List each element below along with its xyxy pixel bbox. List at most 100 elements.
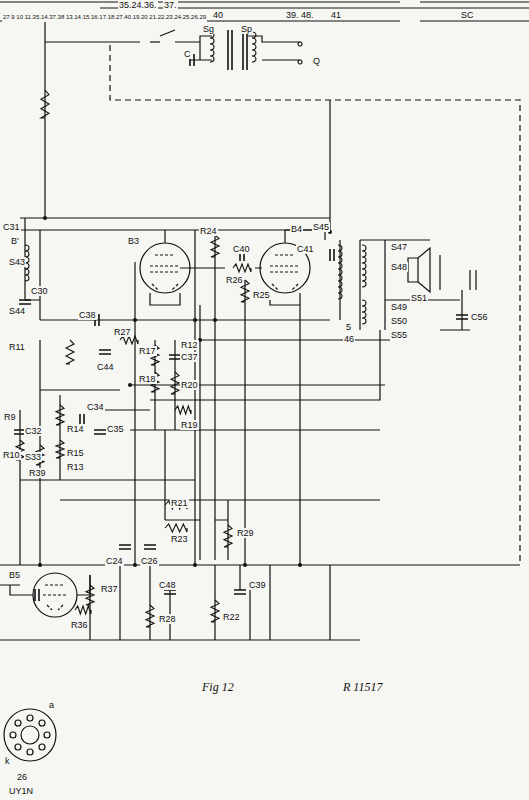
component-label: R27 <box>113 327 132 337</box>
resistor-symbol <box>41 90 49 118</box>
junction-dot <box>198 338 202 342</box>
component-label: 35.24.36. <box>118 0 158 10</box>
junction-dot <box>193 318 197 322</box>
component-label: Q <box>312 56 321 66</box>
component-label: R18 <box>138 374 157 384</box>
resistor-symbol <box>56 405 64 425</box>
junction-dot <box>298 563 302 567</box>
component-label: R36 <box>70 620 89 630</box>
capacitor-symbol <box>456 315 468 319</box>
resistor-symbol <box>224 525 232 547</box>
component-label: R10 <box>2 450 21 460</box>
resistor-symbol <box>86 585 94 605</box>
component-label: S48 <box>390 262 408 272</box>
component-label: C56 <box>470 312 489 322</box>
resistor-symbol <box>66 340 74 364</box>
component-label: R26 <box>225 275 244 285</box>
component-label: R21 <box>170 498 189 508</box>
junction-dot <box>193 563 197 567</box>
component-label: R28 <box>158 614 177 624</box>
component-label: Sp <box>240 24 253 34</box>
resistor-symbol <box>146 605 154 627</box>
component-label: C39 <box>248 580 267 590</box>
component-label: S49 <box>390 302 408 312</box>
component-label: Sg <box>202 24 215 34</box>
component-label: C37 <box>180 352 199 362</box>
component-label: R12 <box>180 340 199 350</box>
socket-pin <box>15 720 21 726</box>
component-label: S47 <box>390 242 408 252</box>
component-label: C <box>183 49 192 59</box>
component-label: S43 <box>8 257 26 267</box>
component-label: R22 <box>222 612 241 622</box>
component-label: C38 <box>78 310 97 320</box>
component-label: S51 <box>410 293 428 303</box>
component-label: C32 <box>24 426 43 436</box>
component-label: R15 <box>66 448 85 458</box>
capacitor-symbol <box>119 545 131 549</box>
component-label: B5 <box>8 570 21 580</box>
component-label: C44 <box>96 362 115 372</box>
component-label: R13 <box>66 462 85 472</box>
resistor-symbol <box>171 372 179 394</box>
component-label: B' <box>10 236 20 246</box>
socket-pin <box>39 720 45 726</box>
component-label: UY1N <box>8 786 34 796</box>
capacitor-symbol <box>144 545 156 549</box>
socket-pin <box>10 732 16 738</box>
component-label: C31 <box>2 222 21 232</box>
junction-dot <box>38 563 42 567</box>
component-label: C30 <box>30 286 49 296</box>
resistor-symbol <box>75 606 91 614</box>
resistor-symbol <box>175 406 191 414</box>
component-label: R24 <box>199 226 218 236</box>
component-label: R14 <box>66 424 85 434</box>
component-label: 5 <box>345 322 352 332</box>
coil-winding <box>362 300 366 324</box>
component-label: R9 <box>3 412 17 422</box>
socket-pin <box>44 732 50 738</box>
component-label: R11 <box>8 342 26 352</box>
component-label: C26 <box>140 556 159 566</box>
component-label: R 11517 <box>342 682 383 692</box>
component-label: C41 <box>296 244 315 254</box>
component-label: C24 <box>105 556 124 566</box>
component-label: S44 <box>8 306 26 316</box>
component-label: R19 <box>180 420 199 430</box>
coil-winding <box>210 32 214 62</box>
socket-pin <box>27 715 33 721</box>
junction-dot <box>43 216 47 220</box>
component-label: S50 <box>390 316 408 326</box>
socket-pin <box>15 744 21 750</box>
socket-pin <box>39 744 45 750</box>
component-label: R29 <box>236 528 255 538</box>
component-label: C35 <box>106 424 125 434</box>
component-label: R25 <box>252 290 271 300</box>
component-label: B4 <box>290 224 303 234</box>
resistor-symbol <box>211 600 219 622</box>
resistor-symbol <box>120 336 138 344</box>
component-label: C40 <box>232 244 251 254</box>
component-label: 26 <box>16 772 28 782</box>
component-label: 41 <box>330 10 342 20</box>
component-label: R39 <box>28 468 47 478</box>
coil-winding <box>362 245 366 287</box>
component-label: 37. <box>163 0 178 10</box>
resistor-symbol <box>165 524 187 532</box>
component-label: 46 <box>343 334 355 344</box>
capacitor-symbol <box>234 590 246 594</box>
capacitor-symbol <box>19 300 31 304</box>
capacitor-symbol <box>99 350 111 354</box>
component-label: 39. 48. <box>285 10 315 20</box>
junction-dot <box>128 383 132 387</box>
resistor-symbol <box>56 440 64 458</box>
component-label: R17 <box>138 346 157 356</box>
component-label: R20 <box>180 380 199 390</box>
coil-winding <box>338 245 342 299</box>
component-label: S55 <box>390 330 408 340</box>
resistor-symbol <box>233 264 251 272</box>
resistor-symbol <box>211 235 219 257</box>
component-label: R23 <box>170 534 189 544</box>
